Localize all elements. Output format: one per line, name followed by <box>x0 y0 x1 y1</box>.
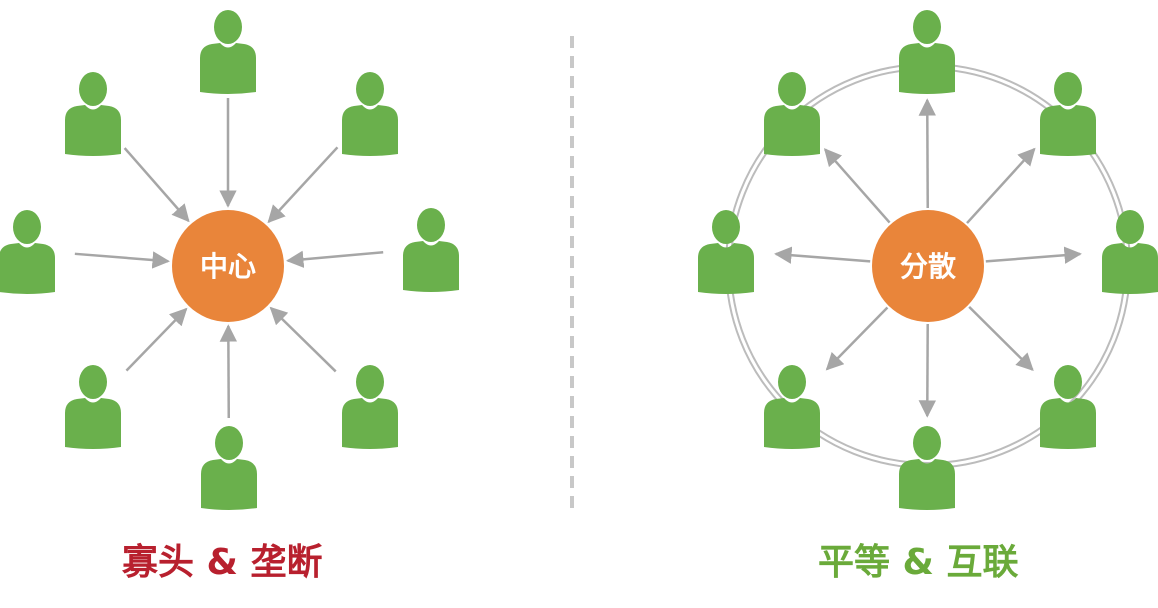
user-icon-body <box>0 243 55 294</box>
distributed-hub: 分散 <box>872 210 984 322</box>
center-hub-circle <box>172 210 284 322</box>
user-icon-head <box>79 72 107 106</box>
user-icon <box>65 365 121 449</box>
user-icon-body <box>200 43 256 94</box>
arrow-into-center <box>123 147 190 223</box>
decentralized-network: 分散 <box>698 10 1158 510</box>
user-icon-body <box>1040 105 1096 156</box>
distributed-hub-circle <box>872 210 984 322</box>
arrow-into-center <box>74 251 170 269</box>
arrow-into-center <box>269 306 337 373</box>
user-icon <box>698 210 754 294</box>
user-icon-head <box>778 365 806 399</box>
user-icon <box>1040 72 1096 156</box>
user-icon-body <box>342 105 398 156</box>
user-icon-body <box>764 105 820 156</box>
user-icon-head <box>356 72 384 106</box>
arrow-out-to-peer <box>823 148 891 224</box>
user-icon-head <box>913 426 941 460</box>
user-icon-head <box>712 210 740 244</box>
arrow-into-center <box>125 307 188 372</box>
user-icon-body <box>899 459 955 510</box>
centralized-network: 中心 <box>0 10 459 510</box>
user-icon-body <box>403 241 459 292</box>
user-icon <box>764 72 820 156</box>
left-caption: 寡头 & 垄断 <box>122 542 323 583</box>
user-icon-body <box>342 398 398 449</box>
user-icon-head <box>79 365 107 399</box>
user-icon-head <box>1054 72 1082 106</box>
center-hub-label: 中心 <box>200 250 256 283</box>
user-icon <box>65 72 121 156</box>
user-icon-head <box>1116 210 1144 244</box>
arrow-out-to-peer <box>774 246 871 264</box>
user-icon <box>403 208 459 292</box>
user-icon-body <box>899 43 955 94</box>
user-icon <box>342 365 398 449</box>
arrow-out-to-peer <box>985 246 1082 264</box>
user-icon-head <box>214 10 242 44</box>
user-icon-body <box>65 398 121 449</box>
user-icon <box>899 426 955 510</box>
user-icon <box>201 426 257 510</box>
user-icon <box>764 365 820 449</box>
user-icon-body <box>201 459 257 510</box>
user-icon-head <box>356 365 384 399</box>
user-icon-body <box>764 398 820 449</box>
distributed-hub-label: 分散 <box>900 250 956 283</box>
left-people <box>0 10 459 510</box>
user-icon <box>0 210 55 294</box>
user-icon <box>1040 365 1096 449</box>
right-people <box>698 10 1158 510</box>
arrow-out-to-peer <box>966 147 1036 224</box>
arrow-out-to-peer <box>918 98 937 209</box>
user-icon-head <box>778 72 806 106</box>
user-icon <box>1102 210 1158 294</box>
user-icon <box>200 10 256 94</box>
user-icon-head <box>417 208 445 242</box>
arrow-out-to-peer <box>968 305 1034 372</box>
user-icon-head <box>13 210 41 244</box>
user-icon-head <box>215 426 243 460</box>
arrow-out-to-peer <box>825 306 889 371</box>
user-icon-head <box>913 10 941 44</box>
user-icon <box>899 10 955 94</box>
right-caption: 平等 & 互联 <box>818 542 1019 583</box>
center-hub: 中心 <box>172 210 284 322</box>
user-icon-body <box>698 243 754 294</box>
user-icon-body <box>65 105 121 156</box>
user-icon-body <box>1040 398 1096 449</box>
right-arrows <box>774 98 1082 418</box>
user-icon <box>342 72 398 156</box>
arrow-into-center <box>267 146 339 224</box>
arrow-into-center <box>286 250 384 269</box>
left-arrows <box>74 98 384 419</box>
user-icon-body <box>1102 243 1158 294</box>
user-icon-head <box>1054 365 1082 399</box>
